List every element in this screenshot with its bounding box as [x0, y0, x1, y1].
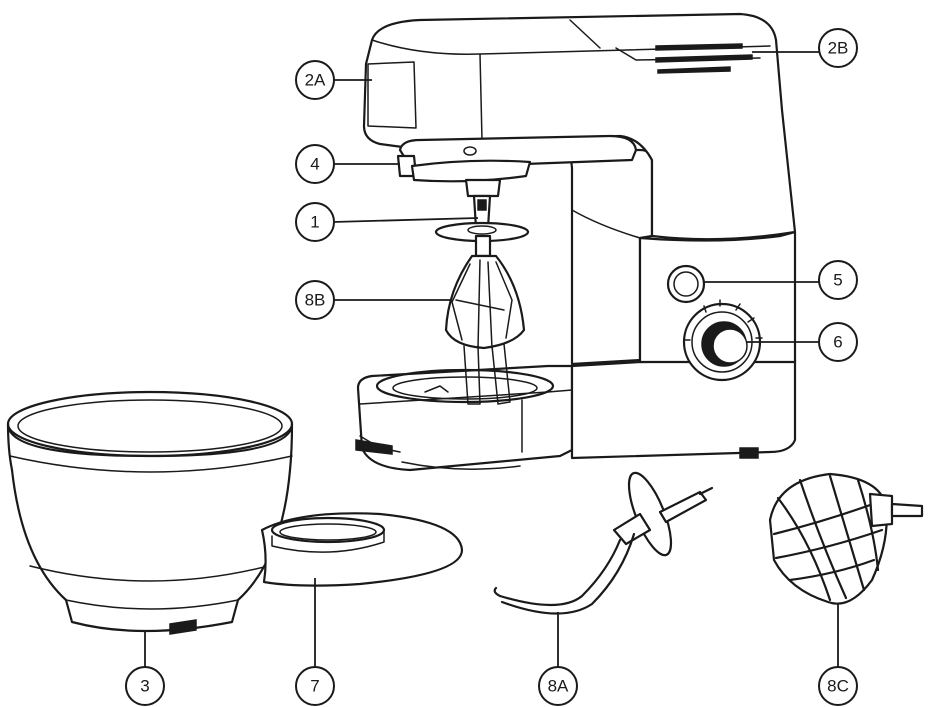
mixer-stand — [356, 14, 795, 470]
callout-label-7: 7 — [310, 677, 319, 696]
beater-neck — [476, 236, 490, 256]
mixer-base-right — [572, 360, 795, 458]
outlet-shaft-housing — [466, 180, 500, 196]
callout-label-5: 5 — [833, 271, 842, 290]
callout-4: 4 — [296, 145, 400, 183]
lid-opening — [272, 518, 384, 542]
callout-label-8A: 8A — [548, 677, 569, 696]
mixing-bowl — [8, 392, 292, 634]
callout-label-6: 6 — [833, 333, 842, 352]
base-foot-right — [740, 448, 758, 458]
callout-label-8C: 8C — [827, 677, 849, 696]
callout-label-2B: 2B — [828, 39, 849, 58]
callout-7: 7 — [296, 578, 334, 705]
outlet-collar — [412, 161, 530, 182]
callout-2A: 2A — [296, 61, 372, 99]
callout-label-8B: 8B — [305, 291, 326, 310]
whisk-shaft — [892, 504, 922, 516]
bowl-rim — [8, 392, 292, 456]
callout-3: 3 — [126, 630, 164, 705]
dough-hook — [495, 468, 712, 614]
callout-label-4: 4 — [310, 155, 319, 174]
callout-8A: 8A — [539, 612, 577, 705]
hook-shaft — [660, 492, 706, 522]
callout-label-3: 3 — [140, 677, 149, 696]
callout-label-2A: 2A — [305, 71, 326, 90]
whisk-hub — [870, 494, 892, 526]
bowl-lid — [262, 513, 462, 585]
callout-label-1: 1 — [310, 213, 319, 232]
callout-8B: 8B — [296, 281, 452, 319]
callout-8C: 8C — [819, 604, 857, 705]
bowl-body — [8, 424, 292, 631]
balloon-whisk — [770, 474, 922, 604]
